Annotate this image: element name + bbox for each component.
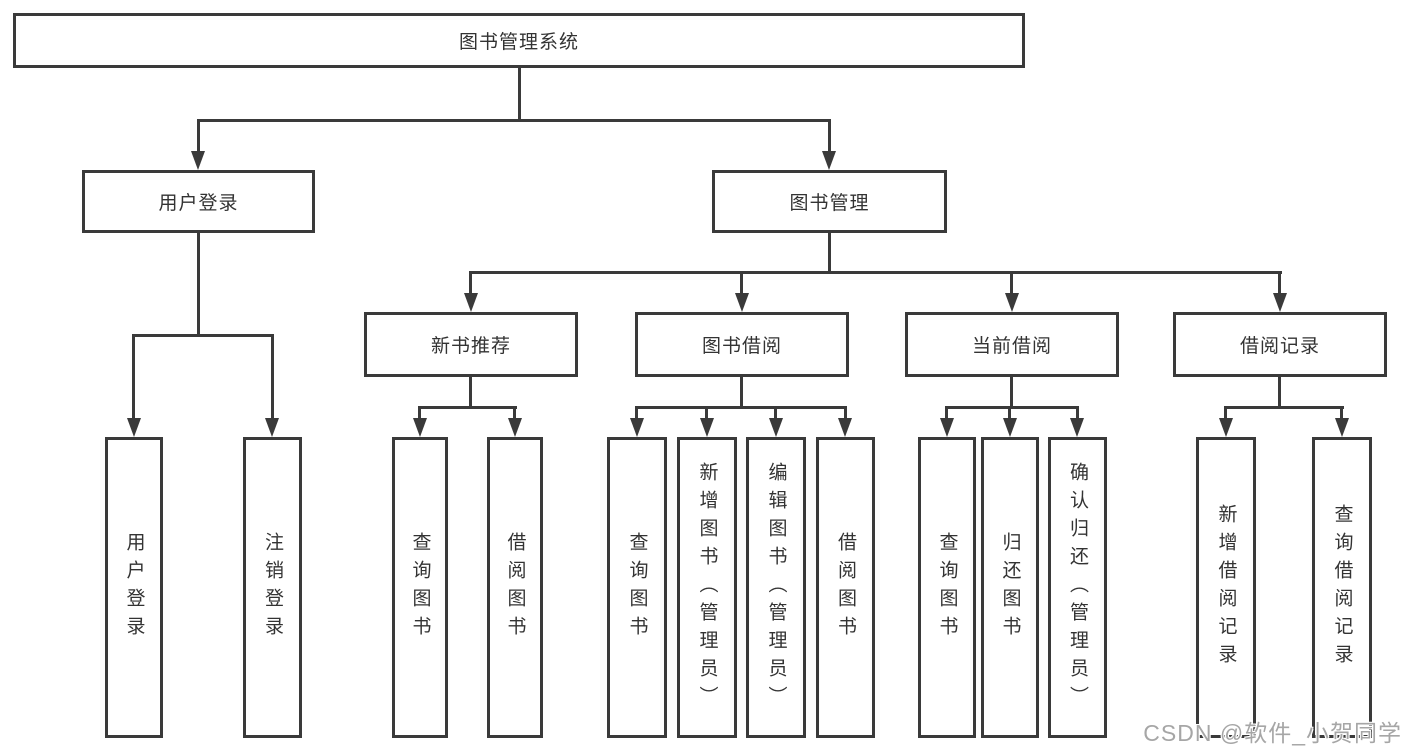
leaf-edit-books-admin: 编辑图书（管理员） (746, 437, 806, 738)
node-new-book-recommendation-label: 新书推荐 (430, 336, 511, 357)
leaf-confirm-return-admin-label: 确认归还（管理员） (1067, 461, 1088, 714)
connector-stem (1278, 377, 1281, 408)
arrow-down-icon (838, 418, 852, 437)
node-borrowing-records-label: 借阅记录 (1239, 336, 1320, 357)
connector-book-management-stem (828, 233, 831, 274)
connector-stem (945, 406, 948, 420)
connector-leaf-hline (635, 406, 847, 409)
node-user-login: 用户登录 (82, 170, 315, 233)
arrow-down-icon (265, 418, 279, 437)
leaf-return-books: 归还图书 (981, 437, 1039, 738)
connector-leaf-hline (945, 406, 1079, 409)
connector-stem (1076, 406, 1079, 420)
leaf-return-books-label: 归还图书 (999, 531, 1021, 644)
leaf-borrow-books: 借阅图书 (816, 437, 875, 738)
arrow-down-icon (508, 418, 522, 437)
node-book-borrowing: 图书借阅 (635, 312, 849, 377)
leaf-query-books-current-label: 查询图书 (936, 531, 958, 644)
arrow-down-icon (1335, 418, 1349, 437)
leaf-query-books-recommend: 查询图书 (392, 437, 448, 738)
arrow-down-icon (1273, 293, 1287, 312)
arrow-down-icon (1003, 418, 1017, 437)
connector-root-stem (518, 68, 521, 122)
root-node-library-management-system: 图书管理系统 (13, 13, 1025, 68)
connector-stem (513, 406, 516, 420)
connector-stem (740, 271, 743, 294)
connector-user-login-stem (197, 233, 200, 336)
connector-stem (1010, 377, 1013, 408)
leaf-logout: 注销登录 (243, 437, 302, 738)
node-current-borrowing: 当前借阅 (905, 312, 1119, 377)
arrow-down-icon (822, 151, 836, 170)
leaf-query-borrow-record-label: 查询借阅记录 (1331, 503, 1353, 672)
leaf-query-books-borrowing: 查询图书 (607, 437, 667, 738)
connector-stem (774, 406, 777, 420)
arrow-down-icon (1070, 418, 1084, 437)
connector-stem (705, 406, 708, 420)
connector-stem (1224, 406, 1227, 420)
node-book-management: 图书管理 (712, 170, 947, 233)
connector-stem (132, 334, 135, 419)
leaf-logout-label: 注销登录 (262, 531, 283, 644)
node-borrowing-records: 借阅记录 (1173, 312, 1387, 377)
leaf-borrow-books-label: 借阅图书 (835, 531, 856, 644)
leaf-query-books-recommend-label: 查询图书 (409, 531, 431, 644)
arrow-down-icon (630, 418, 644, 437)
leaf-user-login-label: 用户登录 (123, 531, 145, 644)
connector-stem (469, 271, 472, 294)
arrow-down-icon (464, 293, 478, 312)
leaf-add-borrow-record-label: 新增借阅记录 (1215, 503, 1237, 672)
connector-stem (828, 119, 831, 153)
leaf-query-borrow-record: 查询借阅记录 (1312, 437, 1372, 738)
arrow-down-icon (1005, 293, 1019, 312)
connector-stem (1340, 406, 1343, 420)
leaf-edit-books-admin-label: 编辑图书（管理员） (765, 461, 787, 714)
connector-level3-hline (470, 271, 1282, 274)
leaf-user-login: 用户登录 (105, 437, 163, 738)
leaf-confirm-return-admin: 确认归还（管理员） (1048, 437, 1107, 738)
node-current-borrowing-label: 当前借阅 (971, 336, 1052, 357)
node-book-management-label: 图书管理 (789, 193, 870, 214)
arrow-down-icon (413, 418, 427, 437)
connector-leaf-hline (1224, 406, 1344, 409)
connector-stem (197, 119, 200, 153)
leaf-borrow-books-recommend-label: 借阅图书 (504, 531, 526, 644)
arrow-down-icon (127, 418, 141, 437)
leaf-add-books-admin: 新增图书（管理员） (677, 437, 737, 738)
leaf-query-books-current: 查询图书 (918, 437, 976, 738)
root-node-label: 图书管理系统 (458, 32, 579, 53)
connector-stem (1278, 271, 1281, 294)
connector-stem (271, 334, 274, 419)
connector-leaf-hline (418, 406, 517, 409)
connector-stem (469, 377, 472, 408)
leaf-add-borrow-record: 新增借阅记录 (1196, 437, 1256, 738)
connector-stem (844, 406, 847, 420)
connector-stem (740, 377, 743, 408)
arrow-down-icon (191, 151, 205, 170)
arrow-down-icon (700, 418, 714, 437)
arrow-down-icon (940, 418, 954, 437)
arrow-down-icon (735, 293, 749, 312)
connector-stem (1008, 406, 1011, 420)
csdn-watermark: CSDN @软件_小贺同学 (1143, 720, 1402, 746)
leaf-add-books-admin-label: 新增图书（管理员） (696, 461, 718, 714)
arrow-down-icon (769, 418, 783, 437)
leaf-borrow-books-recommend: 借阅图书 (487, 437, 543, 738)
connector-stem (635, 406, 638, 420)
arrow-down-icon (1219, 418, 1233, 437)
connector-stem (1010, 271, 1013, 294)
connector-stem (418, 406, 421, 420)
node-book-borrowing-label: 图书借阅 (701, 336, 782, 357)
connector-user-login-hline (132, 334, 274, 337)
node-new-book-recommendation: 新书推荐 (364, 312, 578, 377)
connector-level2-hline (197, 119, 831, 122)
node-user-login-label: 用户登录 (158, 193, 239, 214)
leaf-query-books-borrowing-label: 查询图书 (626, 531, 648, 644)
